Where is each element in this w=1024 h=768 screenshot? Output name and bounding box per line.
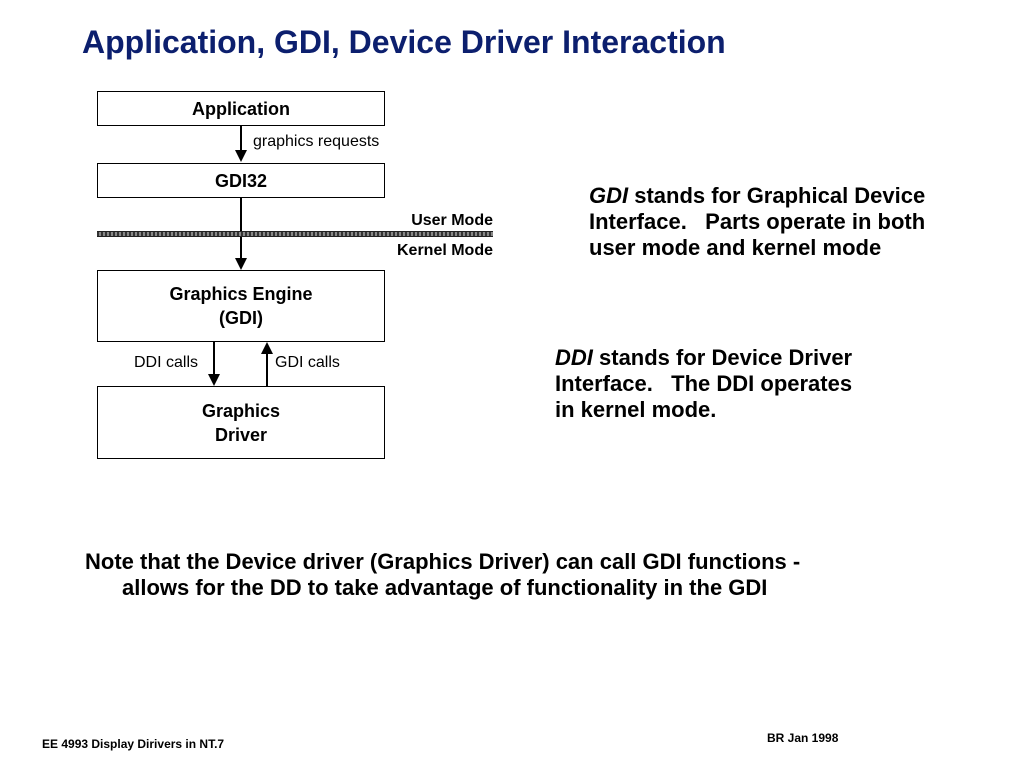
- driver-label-1: Graphics: [201, 400, 281, 421]
- ddi-line-2: Interface. The DDI operates: [555, 371, 853, 396]
- graphics-driver-box: Graphics Driver: [97, 386, 385, 459]
- arrow-up-icon: [261, 342, 273, 354]
- footer-author-date: BR Jan 1998: [767, 731, 839, 745]
- gdi32-box: GDI32: [97, 163, 385, 198]
- engine-label-1: Graphics Engine: [169, 284, 313, 304]
- gdi-term: GDI: [589, 183, 629, 208]
- gdi32-label: GDI32: [214, 170, 268, 191]
- arrow-line: [240, 126, 242, 150]
- arrow-down-icon: [235, 258, 247, 270]
- footer-course: EE 4993 Display Dirivers in NT.7: [42, 737, 225, 751]
- gdi-line-2: Interface. Parts operate in both: [589, 209, 926, 234]
- gdi-arrow-line: [266, 353, 268, 386]
- ddi-line-1: stands for Device Driver: [592, 345, 853, 370]
- driver-label-2: Driver: [214, 424, 268, 445]
- ddi-description: DDI stands for Device Driver Interface. …: [555, 345, 852, 423]
- graphics-requests-label: graphics requests: [253, 133, 380, 150]
- gdi-line-1: stands for Graphical Device: [628, 183, 926, 208]
- engine-label-2: (GDI): [219, 308, 263, 328]
- gdi-description: GDI stands for Graphical Device Interfac…: [589, 183, 925, 261]
- gdi-calls-label: GDI calls: [275, 354, 340, 371]
- gdi-line-3: user mode and kernel mode: [589, 235, 882, 260]
- kernel-mode-label: Kernel Mode: [396, 242, 493, 259]
- ddi-calls-label: DDI calls: [134, 354, 199, 371]
- application-box: Application: [97, 91, 385, 126]
- graphics-engine-box: Graphics Engine (GDI): [97, 270, 385, 342]
- application-label: Application: [192, 98, 290, 119]
- user-mode-label: User Mode: [411, 212, 493, 229]
- ddi-arrow-line: [213, 342, 215, 375]
- ddi-term: DDI: [555, 345, 593, 370]
- slide-title: Application, GDI, Device Driver Interact…: [82, 24, 726, 60]
- arrow-down-icon: [208, 374, 220, 386]
- arrow-line: [240, 198, 242, 258]
- note-text: Note that the Device driver (Graphics Dr…: [85, 549, 801, 600]
- mode-divider: [97, 231, 493, 237]
- arrow-down-icon: [235, 150, 247, 162]
- ddi-line-3: in kernel mode.: [555, 397, 717, 422]
